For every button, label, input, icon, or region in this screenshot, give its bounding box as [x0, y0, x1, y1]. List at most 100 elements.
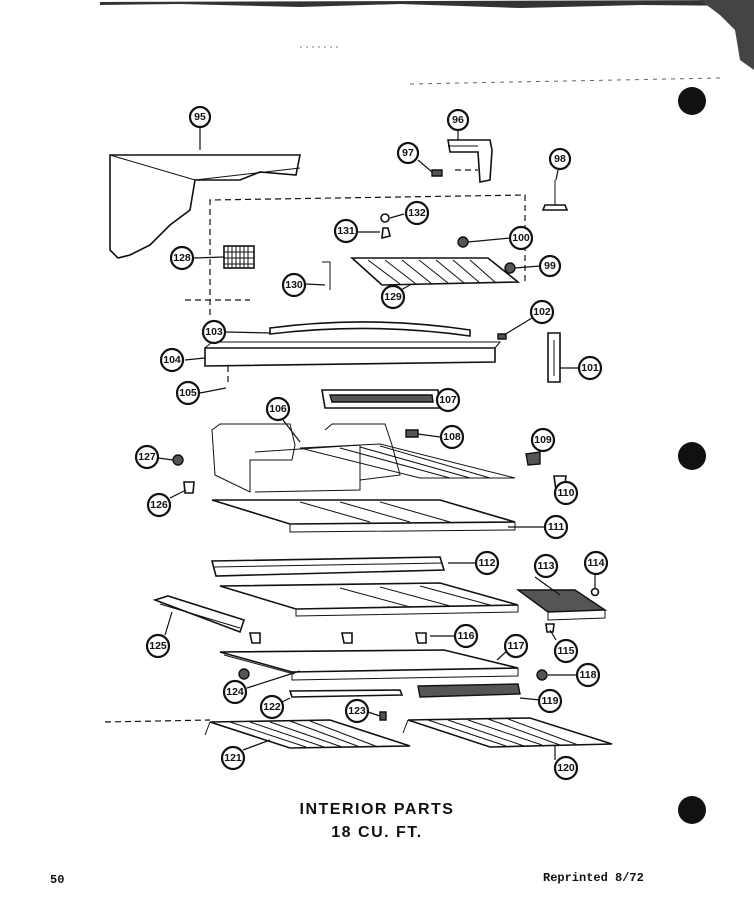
callout-99: 99: [538, 254, 562, 278]
page-number: 50: [50, 873, 65, 887]
part-118-knob: [536, 669, 548, 681]
svg-text:125: 125: [149, 640, 167, 652]
part-115-clip: [545, 623, 555, 633]
svg-text:110: 110: [558, 487, 575, 499]
svg-text:131: 131: [337, 225, 355, 237]
svg-text:122: 122: [263, 701, 281, 713]
svg-text:123: 123: [348, 705, 366, 717]
callout-96: 96: [446, 108, 470, 132]
callout-116: 116: [453, 623, 479, 649]
svg-text:129: 129: [384, 291, 402, 303]
callout-106: 106: [265, 396, 291, 422]
svg-text:111: 111: [548, 521, 565, 533]
callout-121: 121: [220, 745, 246, 771]
part-112-rail: [210, 556, 446, 577]
binder-hole-top: [678, 87, 706, 115]
svg-text:99: 99: [544, 260, 556, 272]
part-108-clip: [405, 429, 419, 438]
callout-128: 128: [169, 245, 195, 271]
part-96-bracket: [447, 139, 493, 183]
part-122-rail: [288, 689, 404, 698]
callout-111: 111: [543, 514, 569, 540]
part-111-shelf: [211, 499, 516, 533]
svg-text:101: 101: [581, 362, 599, 374]
svg-text:114: 114: [588, 557, 605, 569]
part-107-duct: [321, 389, 441, 409]
callout-129: 129: [380, 284, 406, 310]
svg-text:109: 109: [534, 434, 552, 446]
callout-126: 126: [146, 492, 172, 518]
part-129-upper-shelf: [349, 257, 521, 286]
svg-text:105: 105: [179, 387, 197, 399]
callout-97: 97: [396, 141, 420, 165]
callout-100: 100: [508, 225, 534, 251]
callout-112: 112: [474, 550, 500, 576]
diagram-subtitle: 18 CU. FT.: [331, 824, 423, 841]
scan-edge-artifacts: [100, 0, 754, 85]
svg-text:107: 107: [439, 394, 457, 406]
part-104-rail: [204, 341, 502, 367]
part-124-knob: [238, 668, 250, 680]
svg-text:130: 130: [285, 279, 303, 291]
callout-124: 124: [222, 679, 248, 705]
callout-95: 95: [188, 105, 212, 129]
svg-text:116: 116: [458, 630, 475, 642]
reprint-note: Reprinted 8/72: [543, 871, 644, 885]
svg-text:97: 97: [402, 147, 414, 159]
svg-text:113: 113: [538, 560, 555, 572]
part-116-clip-a: [249, 632, 261, 644]
callout-113: 113: [533, 553, 559, 579]
part-123-screw: [379, 711, 387, 721]
part-131-clip: [381, 227, 391, 240]
part-106-wire-frame: [211, 423, 516, 493]
callout-122: 122: [259, 694, 285, 720]
cabinet-top-part: [109, 154, 301, 259]
svg-text:117: 117: [508, 640, 525, 652]
svg-text:102: 102: [533, 306, 551, 318]
callout-117: 117: [503, 633, 529, 659]
callout-119: 119: [537, 688, 563, 714]
callout-108: 108: [439, 424, 465, 450]
svg-text:132: 132: [408, 207, 426, 219]
callout-104: 104: [159, 347, 185, 373]
binder-hole-middle: [678, 442, 706, 470]
svg-text:124: 124: [226, 686, 244, 698]
svg-text:108: 108: [443, 431, 461, 443]
callout-107: 107: [435, 387, 461, 413]
part-100-nut: [457, 236, 469, 248]
svg-text:100: 100: [512, 232, 530, 244]
floor-dashed-line: [104, 719, 211, 723]
part-102-screw: [497, 333, 507, 340]
part-97-screw: [431, 169, 443, 177]
part-130-rod: [322, 261, 331, 290]
svg-text:103: 103: [205, 326, 223, 338]
callout-127: 127: [134, 444, 160, 470]
callout-101: 101: [577, 355, 603, 381]
callout-123: 123: [344, 698, 370, 724]
callout-125: 125: [145, 633, 171, 659]
callout-103: 103: [201, 319, 227, 345]
part-128-grille: [223, 245, 255, 269]
svg-text:115: 115: [558, 645, 575, 657]
callout-120: 120: [553, 755, 579, 781]
part-113-rail: [515, 589, 608, 621]
svg-text:95: 95: [194, 111, 206, 123]
part-132-clip: [380, 213, 390, 223]
part-119-rail: [417, 683, 521, 698]
part-109-bracket: [525, 451, 541, 466]
part-117-pan: [219, 649, 519, 681]
callout-102: 102: [529, 299, 555, 325]
callout-114: 114: [583, 550, 609, 576]
callout-131: 131: [333, 218, 359, 244]
part-116-clip-c: [415, 632, 427, 644]
svg-text:112: 112: [479, 557, 496, 569]
crisper-cover-glass: [219, 582, 519, 617]
callout-110: 110: [553, 480, 579, 506]
part-103-trim: [269, 321, 471, 337]
part-99-nut: [504, 262, 516, 274]
part-101-side-strip: [547, 332, 561, 383]
part-121-wire-shelf: [204, 719, 411, 749]
part-125-rail: [152, 595, 246, 634]
callout-115: 115: [553, 638, 579, 664]
